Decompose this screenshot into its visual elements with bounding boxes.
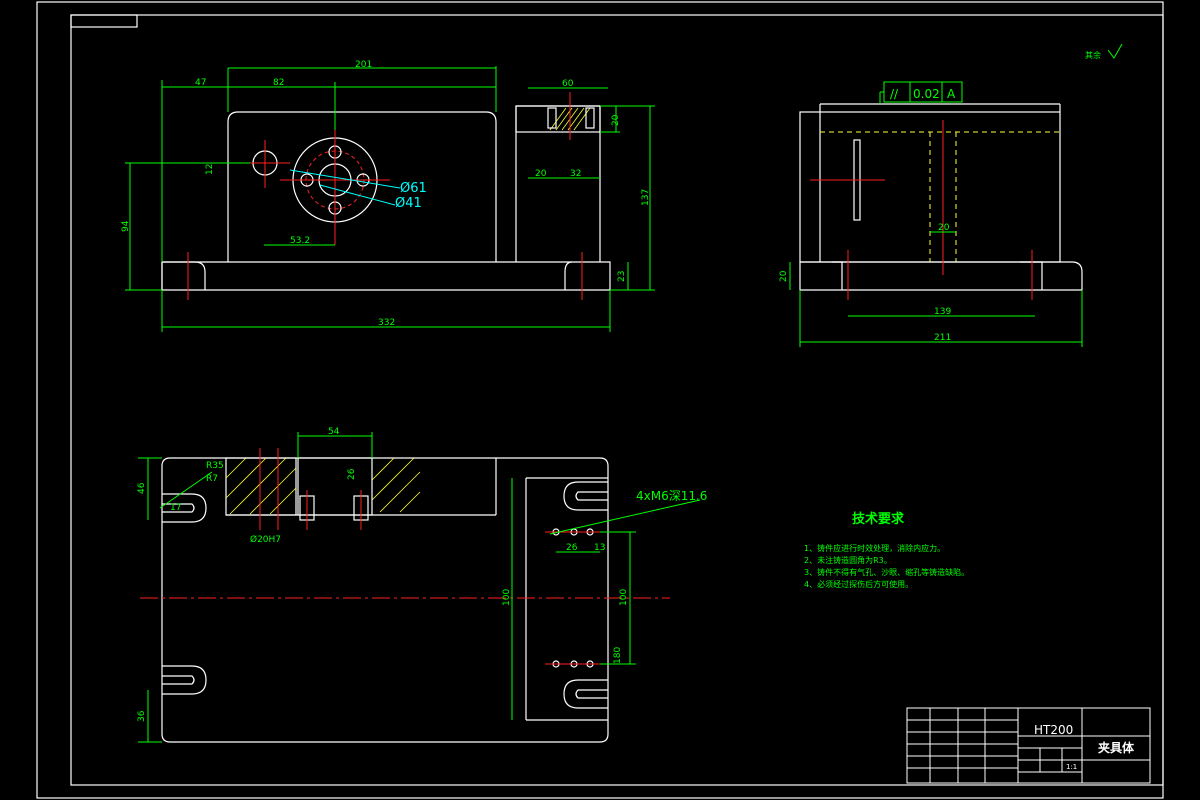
side-dim-211: 211 xyxy=(934,333,951,343)
dia-61-label: Ø61 xyxy=(400,181,427,196)
side-view xyxy=(789,81,1083,347)
front-dim-23: 23 xyxy=(617,271,627,282)
top-dim-36: 36 xyxy=(137,710,147,722)
top-dim-26b: 26 xyxy=(566,543,578,553)
top-dim-46: 46 xyxy=(137,482,147,494)
tech-req-title: 技术要求 xyxy=(852,511,905,527)
top-dim-17: 17 xyxy=(170,503,181,513)
tb-material: HT200 xyxy=(1034,723,1073,737)
tolerance-datum: A xyxy=(947,87,956,101)
tech-req-item-4: 4、必须经过探伤后方可使用。 xyxy=(804,579,913,589)
top-dim-26: 26 xyxy=(347,468,357,480)
front-dim-60: 60 xyxy=(562,79,574,89)
roughness-icon xyxy=(1107,43,1123,59)
front-dim-32: 32 xyxy=(570,169,581,179)
front-dim-12: 12 xyxy=(205,164,215,175)
tb-part-name: 夹具体 xyxy=(1098,740,1135,755)
front-dim-201: 201 xyxy=(355,60,372,70)
corner-box xyxy=(70,14,138,28)
front-dim-332: 332 xyxy=(378,318,395,328)
tb-scale: 1:1 xyxy=(1066,763,1077,771)
tolerance-value: 0.02 xyxy=(913,87,940,101)
top-dim-100b: 100 xyxy=(502,589,512,606)
top-dim-13: 13 xyxy=(594,543,605,553)
title-block xyxy=(906,707,1151,784)
top-dim-54: 54 xyxy=(328,427,340,437)
tolerance-symbol: // xyxy=(890,87,899,101)
front-dim-94: 94 xyxy=(121,220,131,232)
front-view xyxy=(125,66,655,332)
inner-frame xyxy=(70,14,1164,786)
top-dim-bore: Ø20H7 xyxy=(250,534,281,545)
front-dim-47: 47 xyxy=(195,78,206,88)
front-dim-137: 137 xyxy=(641,189,651,206)
top-view xyxy=(138,432,701,743)
section-hatch xyxy=(225,457,421,515)
side-dim-20: 20 xyxy=(938,223,950,233)
top-dim-100: 100 xyxy=(619,589,629,606)
front-dim-82: 82 xyxy=(273,78,284,88)
front-dim-20b: 20 xyxy=(611,114,621,126)
front-dim-20: 20 xyxy=(535,169,547,179)
front-dim-53-2: 53.2 xyxy=(290,236,310,246)
dia-41-label: Ø41 xyxy=(395,196,422,211)
tech-req-item-3: 3、铸件不得有气孔、沙眼、缩孔等铸造缺陷。 xyxy=(804,567,969,577)
thread-callout: 4xM6深11.6 xyxy=(636,489,707,503)
top-dim-r7: R7 xyxy=(206,474,218,484)
tech-req-item-1: 1、铸件应进行时效处理，消除内应力。 xyxy=(804,543,945,553)
side-dim-139: 139 xyxy=(934,307,951,317)
top-dim-180: 180 xyxy=(613,647,623,664)
roughness-note: 其余 xyxy=(1085,50,1101,60)
top-dim-r35: R35 xyxy=(206,461,224,471)
side-dim-20b: 20 xyxy=(779,270,789,282)
tech-req-item-2: 2、未注铸造圆角为R3。 xyxy=(804,555,892,565)
